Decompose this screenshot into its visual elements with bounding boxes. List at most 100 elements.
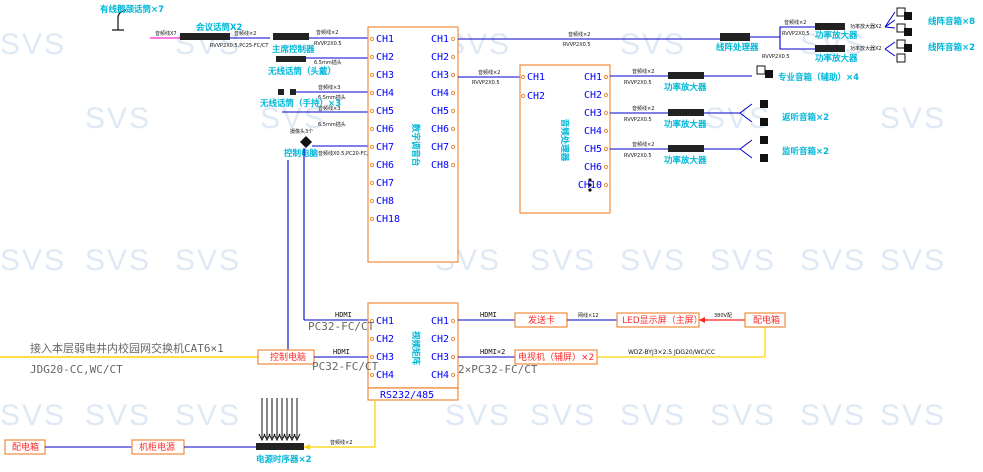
channel-label: CH3 (431, 70, 449, 81)
channel-port (450, 54, 456, 60)
speaker-icon (904, 28, 912, 36)
channel-label: CH1 (584, 72, 602, 83)
hdmi-a: HDMI (335, 311, 352, 319)
channel-port (369, 216, 375, 222)
out-cable: 音频线×2 (632, 141, 654, 148)
amp-x2-b: 功率放大器X2 (850, 45, 882, 52)
more-dot (588, 178, 592, 182)
seq-power-line (304, 400, 376, 448)
lp-cable-a: 音频线×2 (568, 31, 590, 38)
watermark: SVS (620, 244, 686, 277)
channel-port (603, 92, 609, 98)
speaker-icon (896, 23, 906, 33)
channel-port (369, 162, 375, 168)
campus-note: 接入本层弱电井内校园网交换机CAT6×1 (30, 341, 224, 355)
channel-port (369, 36, 375, 42)
chairman-controller-unit (273, 33, 309, 40)
amp5-label: 功率放大器 (664, 155, 707, 166)
channel-label: CH6 (431, 124, 449, 135)
head-cable-label: 6.5mm插头 (314, 59, 342, 66)
watermark: SVS (880, 102, 946, 135)
watermark: SVS (800, 399, 866, 432)
speaker-wires (884, 11, 896, 57)
channel-label: CH2 (376, 52, 394, 63)
conf-rvvp: RVVP2X0.5,PC25-FC/CT (210, 43, 269, 49)
watermark: SVS (705, 102, 771, 135)
channel-port (369, 336, 375, 342)
tv-label: 电视机（辅屏）×2 (518, 351, 594, 363)
ctrl-cable-b: RVVP2X0.5 (314, 41, 342, 47)
out-cable-rvvp: RVVP2X0.5 (624, 117, 652, 123)
channel-port (369, 90, 375, 96)
pipe-note: JDG20-CC,WC/CT (30, 363, 123, 376)
channel-port (450, 126, 456, 132)
monitor-speaker-label: 监听音箱×2 (782, 146, 829, 157)
aux-speaker-label: 专业音箱（辅助）×4 (778, 72, 859, 83)
line-speaker-8: 线阵音箱×8 (928, 16, 975, 27)
aux-cable-b: 6.5mm插头 (318, 121, 346, 128)
watermark: SVS (445, 399, 511, 432)
v380-label: 380V配 (714, 313, 732, 319)
channel-label: CH5 (431, 106, 449, 117)
conf-mic-unit (180, 33, 230, 40)
channel-port (369, 318, 375, 324)
channel-label: CH2 (376, 334, 394, 345)
amp-split (750, 26, 815, 50)
wireless-hand-label: 无线话筒（手持）×3 (259, 98, 341, 109)
channel-port (520, 74, 526, 80)
channel-label: CH1 (431, 34, 449, 45)
watermark: SVS (880, 399, 946, 432)
channel-label: CH4 (431, 88, 449, 99)
matrix-name: 视频矩阵 (410, 331, 421, 366)
watermark: SVS (260, 102, 326, 135)
rs232-box (367, 387, 459, 401)
channel-label: CH2 (527, 91, 545, 102)
watermark: SVS (620, 28, 686, 61)
watermark: SVS (85, 399, 151, 432)
channel-port (450, 336, 456, 342)
amp-unit (815, 23, 845, 30)
channel-label: CH1 (376, 316, 394, 327)
channel-label: CH1 (527, 72, 545, 83)
pc32-a: PC32-FC/CT (308, 320, 375, 333)
channel-label: CH6 (376, 160, 394, 171)
watermark: SVS (530, 244, 596, 277)
power-cable-label: WDZ-BYJ3×2.5 JDG20/WC/CC (628, 349, 715, 356)
amp-cable-c: RVVP2X0.5 (762, 54, 790, 60)
proc-amp-row (610, 65, 773, 79)
dist-box-2-label: 配电箱 (12, 441, 39, 453)
channel-label: CH8 (376, 196, 394, 207)
channel-port (450, 162, 456, 168)
channel-label: CH5 (376, 106, 394, 117)
channel-port (369, 126, 375, 132)
channel-label: CH2 (584, 90, 602, 101)
amp-x2-a: 功率放大器X2 (850, 23, 882, 30)
ctrl-cable-a: 音频线×2 (316, 29, 338, 36)
channel-port (369, 54, 375, 60)
channel-port (603, 110, 609, 116)
proc-amp-row (610, 136, 768, 162)
hdmi2-label: HDMI×2 (480, 348, 505, 356)
mic-cable-label: 音频线X7 (155, 30, 177, 37)
proc-amp-row (610, 100, 768, 126)
processor-box (519, 64, 611, 214)
channel-port (450, 354, 456, 360)
line-processor-label: 线阵处理器 (716, 42, 759, 53)
channel-port (450, 144, 456, 150)
arrow-icon (304, 444, 310, 450)
channel-port (369, 72, 375, 78)
dist-box-label: 配电箱 (753, 314, 780, 326)
proc-cable-a: 音频线×2 (478, 69, 500, 76)
watermark: SVS (0, 399, 66, 432)
line-speaker-2: 线阵音箱×2 (928, 42, 975, 53)
pc-label-top: 控制电脑 (284, 148, 319, 159)
channel-label: CH3 (376, 70, 394, 81)
seq-cable-label: 音频线×2 (330, 439, 352, 446)
power-seq-unit (256, 443, 304, 450)
lp-cable-b: RVVP2X0.5 (563, 42, 591, 48)
pc32-c: 2×PC32-FC/CT (458, 363, 538, 376)
